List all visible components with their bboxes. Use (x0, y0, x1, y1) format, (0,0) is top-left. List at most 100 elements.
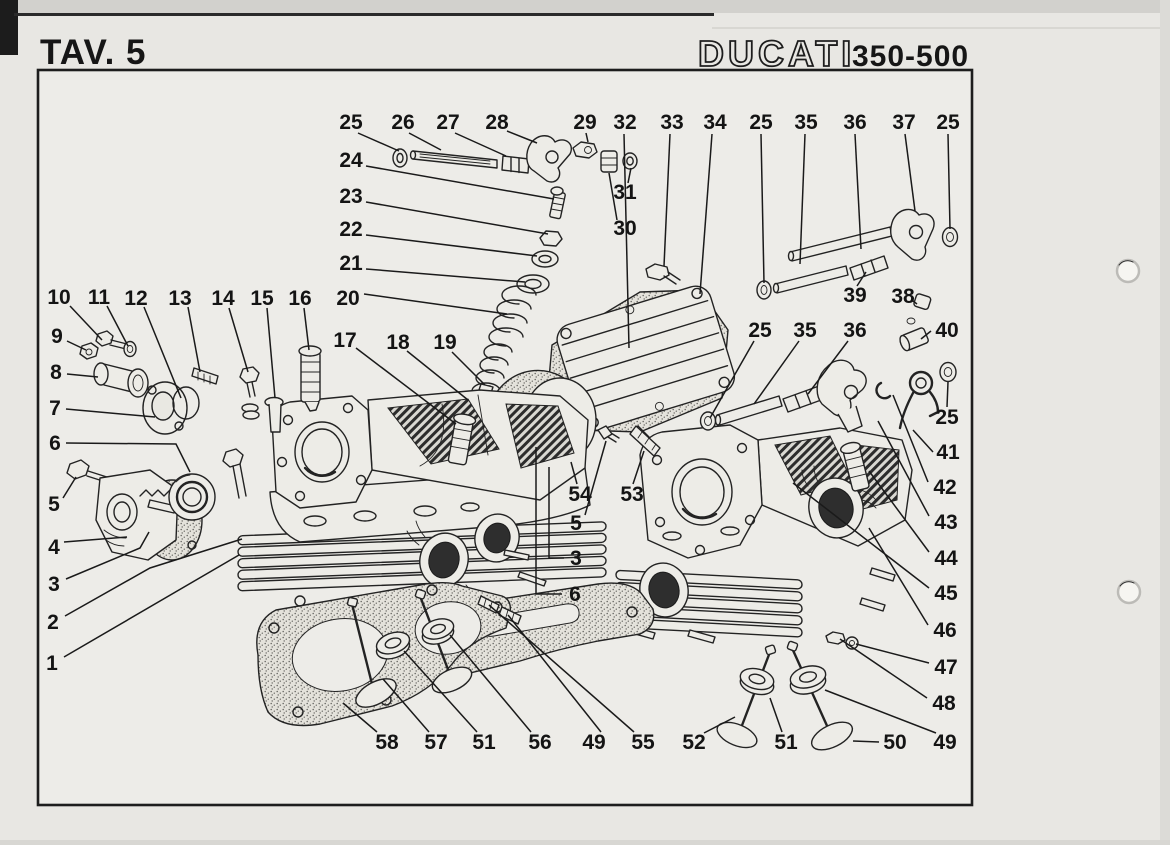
part-number-5: 5 (570, 512, 582, 535)
leader-line (760, 133, 765, 284)
leader-line (65, 408, 156, 418)
part-number-46: 46 (933, 619, 956, 642)
leader-line (912, 300, 918, 305)
part-number-44: 44 (934, 547, 958, 570)
valve (716, 644, 777, 749)
leader-line (187, 306, 201, 373)
leader-line (892, 394, 929, 483)
leader-line (363, 293, 508, 315)
leader-line (266, 307, 276, 399)
part-number-50: 50 (883, 731, 906, 754)
leader-line (454, 132, 507, 157)
leader-line (799, 133, 806, 265)
leader-line (66, 340, 87, 351)
leader-line (65, 531, 150, 580)
leader-line (877, 420, 930, 517)
part-number-41: 41 (936, 441, 960, 464)
right-cylinder-head (615, 424, 913, 650)
leader-line (64, 538, 243, 617)
leader-line (769, 697, 783, 733)
leader-line (632, 450, 645, 485)
leader-line (449, 634, 532, 733)
part-number-12: 12 (124, 287, 147, 310)
leader-line (106, 305, 129, 347)
part-number-20: 20 (336, 287, 359, 310)
part-number-36: 36 (843, 319, 866, 342)
part-number-35: 35 (793, 319, 817, 342)
part-number-25: 25 (936, 111, 960, 134)
header: TAV. 5 DUCATI 350-500 (40, 32, 968, 75)
leader-line (920, 330, 932, 340)
part-number-38: 38 (891, 285, 915, 308)
leader-line (703, 716, 736, 734)
part-number-40: 40 (935, 319, 958, 342)
part-number-51: 51 (774, 731, 798, 754)
part-number-35: 35 (794, 111, 818, 134)
center-studs (222, 425, 661, 625)
part-number-25: 25 (749, 111, 773, 134)
leader-line (608, 172, 618, 221)
leader-line (62, 476, 77, 499)
part-number-2: 2 (47, 611, 59, 634)
part-number-17: 17 (333, 329, 356, 352)
leader-line (506, 130, 538, 144)
part-number-23: 23 (339, 185, 362, 208)
leader-line (365, 165, 555, 200)
part-number-57: 57 (424, 731, 447, 754)
leader-line (406, 350, 469, 401)
part-number-21: 21 (339, 252, 363, 275)
leader-line (66, 373, 99, 378)
leader-line (623, 133, 630, 349)
part-number-43: 43 (934, 511, 957, 534)
plate-title: TAV. 5 (40, 33, 147, 72)
part-number-25: 25 (339, 111, 363, 134)
leader-line (342, 702, 378, 733)
part-number-42: 42 (933, 476, 956, 499)
leader-line (408, 132, 442, 151)
leader-line (365, 201, 549, 235)
part-number-3: 3 (48, 573, 60, 596)
part-number-9: 9 (51, 325, 63, 348)
part-number-49: 49 (582, 731, 605, 754)
leader-line (65, 442, 191, 473)
valve (346, 596, 411, 708)
leader-line (365, 234, 538, 257)
part-number-16: 16 (288, 287, 311, 310)
leader-line (904, 133, 916, 212)
part-number-30: 30 (613, 217, 636, 240)
leader-line (585, 132, 589, 143)
part-number-49: 49 (933, 731, 956, 754)
leader-line (855, 643, 930, 664)
part-number-45: 45 (934, 582, 958, 605)
leader-line (854, 133, 862, 250)
leader-line (946, 381, 949, 408)
leader-line (357, 132, 400, 152)
rocker-shaft-parts-top (392, 135, 638, 183)
valve-cover (547, 263, 736, 433)
leader-line (488, 604, 635, 733)
part-number-56: 56 (528, 731, 551, 754)
leader-line (451, 351, 486, 386)
rocker-parts-right-top (756, 208, 959, 352)
leader-line (839, 638, 928, 699)
part-number-4: 4 (48, 536, 60, 559)
leader-line (584, 440, 607, 516)
valve (786, 640, 854, 751)
part-number-8: 8 (50, 361, 62, 384)
part-number-47: 47 (934, 656, 957, 679)
part-number-22: 22 (339, 218, 362, 241)
part-number-19: 19 (433, 331, 456, 354)
leader-line (570, 461, 578, 485)
part-number-15: 15 (250, 287, 274, 310)
leader-line (535, 447, 562, 595)
part-number-58: 58 (375, 731, 399, 754)
part-number-6: 6 (49, 432, 61, 455)
leader-line (63, 536, 128, 543)
leader-line (807, 340, 849, 395)
leader-line (699, 133, 713, 295)
part-number-25: 25 (748, 319, 772, 342)
part-number-33: 33 (660, 111, 683, 134)
